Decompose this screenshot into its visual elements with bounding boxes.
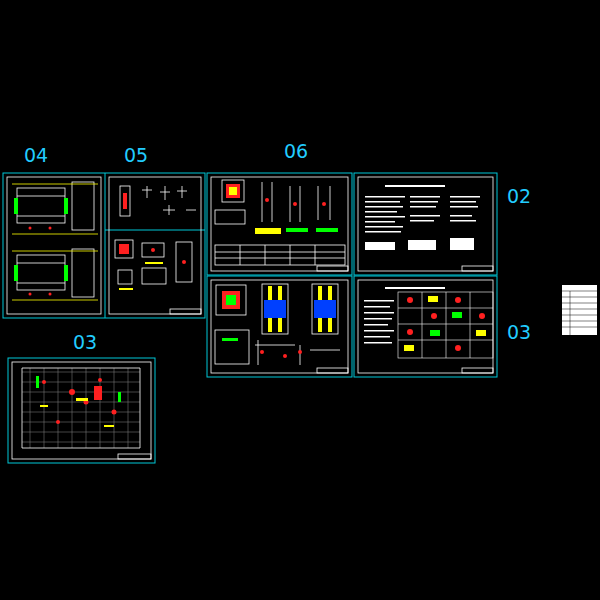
sheet-number: 02 — [507, 185, 531, 207]
sheet-number-holder: 02 — [507, 187, 531, 207]
sheet-number-holder: 04 — [24, 146, 48, 166]
sheet-number: 03 — [73, 331, 97, 353]
sheet-number-holder: 06 — [284, 142, 308, 162]
sheet-number: 05 — [124, 144, 148, 166]
sheet-number: 04 — [24, 144, 48, 166]
sheet-number-holder: 03 — [507, 323, 531, 343]
sheet-number: 03 — [507, 321, 531, 343]
sheet-number: 06 — [284, 140, 308, 162]
sheet-number-holder: 05 — [124, 146, 148, 166]
sheet-number-holder: 03 — [73, 333, 97, 353]
